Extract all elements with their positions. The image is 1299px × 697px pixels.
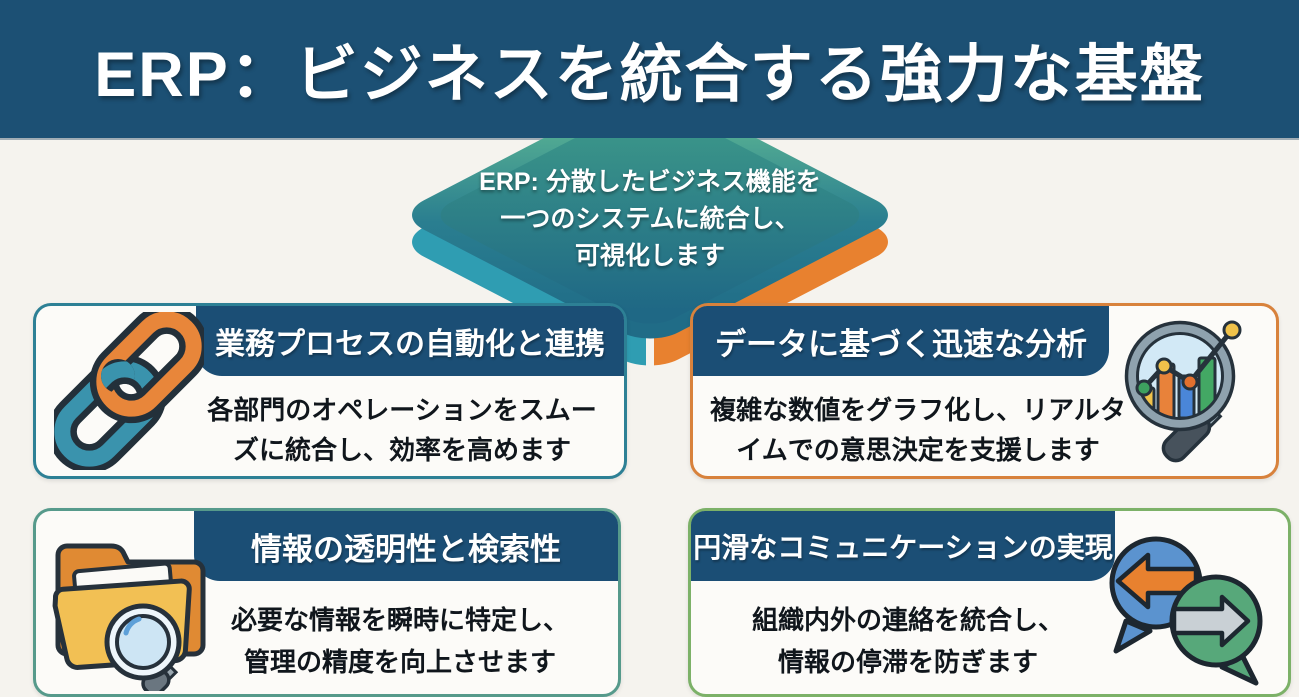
card-title: 円滑なコミュニケーションの実現 (693, 532, 1113, 563)
card-body: 複雑な数値をグラフ化し、リアルタ イムでの意思決定を支援します (710, 395, 1126, 465)
card-title-banner: 円滑なコミュニケーションの実現 (691, 511, 1115, 581)
card-title: データに基づく迅速な分析 (715, 326, 1087, 362)
speech-bubbles-icon (1109, 536, 1263, 686)
diamond-caption: ERP: 分散したビジネス機能を 一つのシステムに統合し、 可視化します (479, 168, 821, 270)
card-body: 各部門のオペレーションをスムー ズに統合し、効率を高めます (207, 395, 597, 465)
header-banner: ERP：ビジネスを統合する強力な基盤 (0, 0, 1299, 138)
magnifier-chart-icon (1124, 320, 1242, 463)
card-title: 業務プロセスの自動化と連携 (215, 328, 605, 361)
card-process-automation: 業務プロセスの自動化と連携 各部門のオペレーションをスムー ズに統合し、効率を高… (33, 303, 627, 479)
card-data-analysis: データに基づく迅速な分析 複雑な数値をグラフ化し、リアルタ (690, 303, 1279, 479)
card-title: 情報の透明性と検索性 (251, 531, 561, 567)
diamond-top-face (412, 91, 888, 339)
card-communication: 円滑なコミュニケーションの実現 組織内外の連絡を統合し、 情報の停滞を防ぎます (688, 508, 1291, 697)
chain-link-icon (54, 312, 204, 470)
card-title-banner: 業務プロセスの自動化と連携 (196, 306, 624, 376)
folder-search-icon (52, 543, 206, 691)
card-title-banner: データに基づく迅速な分析 (693, 306, 1109, 376)
card-information-search: 情報の透明性と検索性 必要な情報を瞬時に特定し、 管理の精度を向上させます (33, 508, 621, 697)
card-body: 必要な情報を瞬時に特定し、 管理の精度を向上させます (230, 605, 569, 677)
card-body: 組織内外の連絡を統合し、 情報の停滞を防ぎます (751, 605, 1064, 677)
card-title-banner: 情報の透明性と検索性 (194, 511, 618, 581)
page-title: ERP：ビジネスを統合する強力な基盤 (94, 39, 1205, 110)
